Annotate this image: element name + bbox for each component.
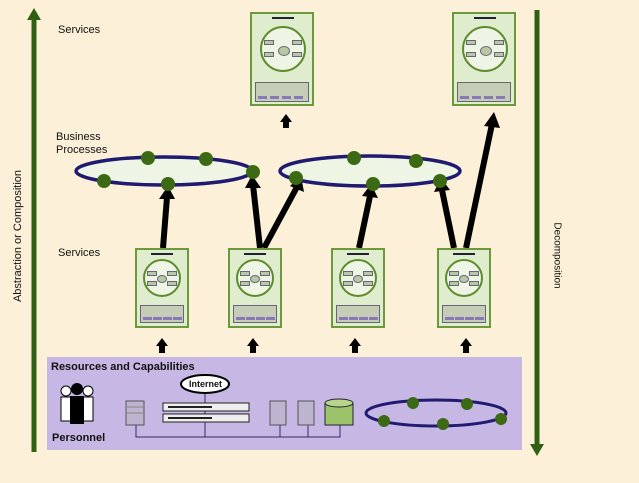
process-nodes — [97, 151, 447, 191]
service-card-mid-1 — [135, 248, 189, 328]
service-card-mid-3 — [331, 248, 385, 328]
service-card-top-2 — [452, 12, 516, 106]
arrow — [160, 196, 170, 249]
arrow — [261, 185, 300, 250]
label-internet: Internet — [189, 379, 223, 389]
composition-arrows — [160, 123, 495, 250]
label-services-mid: Services — [58, 247, 101, 259]
resource-ring — [364, 398, 508, 428]
label-personnel: Personnel — [52, 432, 106, 444]
node — [433, 174, 447, 188]
arrowhead-icon — [247, 338, 259, 346]
arrowhead-icon — [280, 114, 292, 122]
node — [289, 171, 303, 185]
node — [97, 174, 111, 188]
server-icon — [125, 400, 145, 426]
service-card-mid-4 — [437, 248, 491, 328]
node — [161, 177, 175, 191]
label-business-processes: Business Processes — [56, 131, 108, 156]
internet-cloud-icon — [180, 374, 230, 394]
service-card-mid-2 — [228, 248, 282, 328]
arrow — [250, 184, 263, 249]
axis-arrowhead-down-icon — [530, 444, 544, 456]
label-resources: Resources and Capabilities — [51, 361, 195, 373]
arrow — [463, 123, 495, 249]
arrowhead-icon — [159, 186, 175, 199]
arrow — [356, 195, 373, 249]
node — [409, 154, 423, 168]
arrowhead-icon — [156, 338, 168, 346]
arrowhead-icon — [460, 338, 472, 346]
service-card-top-1 — [250, 12, 314, 106]
node — [347, 151, 361, 165]
node — [246, 165, 260, 179]
arrowhead-icon — [349, 338, 361, 346]
arrowhead-icon — [362, 184, 378, 198]
arrowhead-icon — [484, 112, 500, 128]
arrow — [439, 189, 457, 249]
node — [141, 151, 155, 165]
label-services-top: Services — [58, 24, 101, 36]
resource-nodes — [378, 397, 507, 430]
database-icon — [324, 398, 354, 426]
arrowhead-icon — [245, 175, 261, 188]
axis-arrowhead-up-icon — [27, 8, 41, 20]
node — [199, 152, 213, 166]
node — [366, 177, 380, 191]
server-icon — [269, 400, 315, 426]
network-switch-icon — [162, 402, 250, 423]
personnel-icon — [60, 383, 94, 424]
